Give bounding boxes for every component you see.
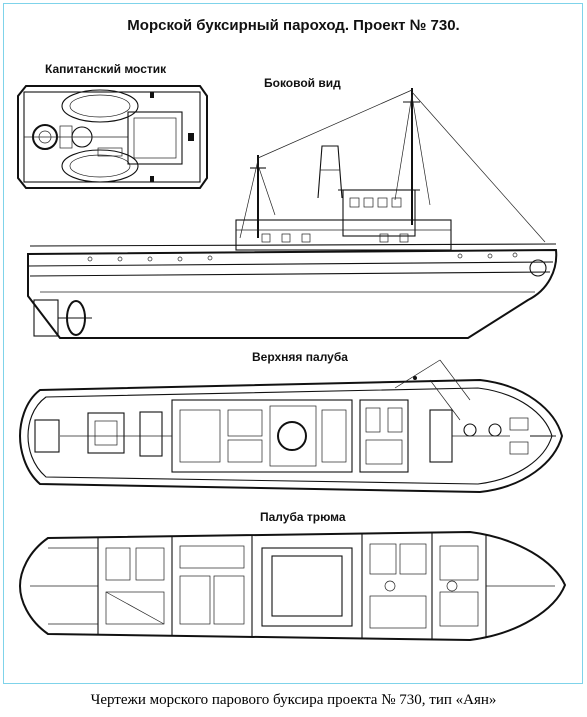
hold-deck-label: Палуба трюма (260, 510, 346, 524)
upper-deck-label: Верхняя палуба (252, 350, 348, 364)
side-view (27, 88, 558, 339)
bridge-plan (17, 85, 208, 189)
upper-deck-plan (18, 359, 564, 494)
bridge-label: Капитанский мостик (45, 62, 167, 76)
hold-deck-plan (18, 530, 567, 642)
drawing-title: Морской буксирный пароход. Проект № 730. (127, 17, 460, 34)
side-view-label: Боковой вид (264, 76, 341, 90)
figure-caption: Чертежи морского парового буксира проект… (90, 692, 497, 708)
